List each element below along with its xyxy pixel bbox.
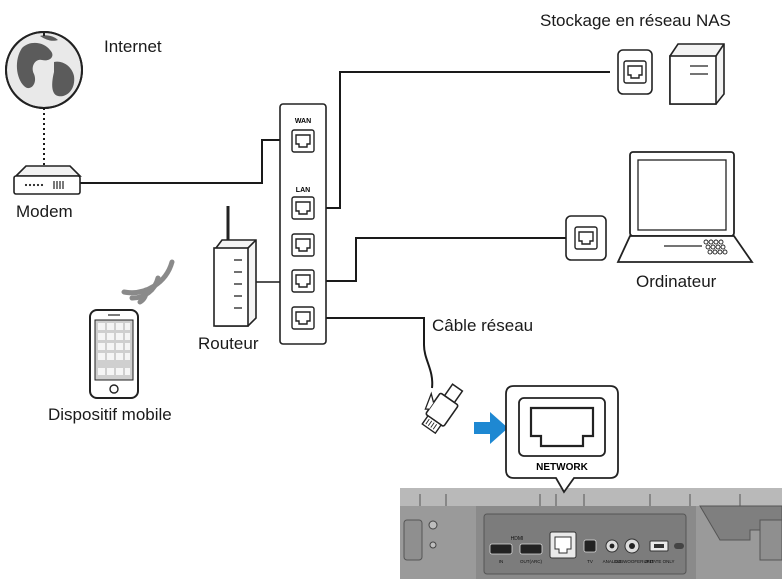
mobile-label: Dispositif mobile	[48, 405, 172, 424]
lan-label: LAN	[296, 187, 310, 194]
hdmi-out-label: OUT(ARC)	[520, 559, 542, 564]
hdmi-in-label: IN	[499, 559, 504, 564]
internet-label: Internet	[104, 37, 162, 56]
lan-port-1	[291, 196, 315, 220]
cable-router-nas	[292, 71, 610, 209]
rj45-plug-icon	[421, 383, 464, 435]
network-port-label: NETWORK	[536, 462, 588, 473]
modem-label: Modem	[16, 202, 73, 221]
network-callout: NETWORK	[505, 385, 619, 494]
nas-label: Stockage en réseau NAS	[540, 11, 731, 30]
cable-label: Câble réseau	[432, 316, 534, 335]
hdmi-out-port	[519, 543, 543, 555]
tv-label: TV	[587, 559, 593, 564]
router-icon	[213, 206, 257, 327]
hdmi-in-port	[489, 543, 513, 555]
tv-optical-port	[583, 539, 597, 553]
globe-icon	[5, 31, 83, 109]
phone-icon	[89, 309, 139, 399]
lan-port-3	[291, 269, 315, 293]
router-label: Routeur	[198, 334, 259, 353]
cable-router-device	[292, 317, 434, 389]
router-panel: WAN LAN	[279, 103, 327, 345]
lan-port-2	[291, 233, 315, 257]
device-rear-panel: HDMI IN OUT(ARC) TV ANALOG SUBWOOFER OUT…	[400, 488, 782, 579]
modem-icon	[13, 165, 82, 195]
arrow-icon	[474, 412, 508, 444]
subwoofer-label: SUBWOOFER OUT	[614, 559, 655, 564]
laptop-icon	[565, 151, 754, 263]
cable-router-computer	[292, 237, 570, 282]
lan-port-4	[291, 306, 315, 330]
computer-label: Ordinateur	[636, 272, 717, 291]
wan-label: WAN	[295, 118, 311, 125]
nas-icon	[617, 43, 725, 105]
cable-modem-router	[78, 139, 292, 184]
wan-port	[291, 129, 315, 153]
analog-label: ANALOG	[603, 559, 622, 564]
cables	[78, 71, 610, 389]
hdmi-label: HDMI	[511, 536, 524, 542]
wifi-icon	[121, 259, 175, 305]
update-label: UPDATE ONLY	[643, 559, 674, 564]
